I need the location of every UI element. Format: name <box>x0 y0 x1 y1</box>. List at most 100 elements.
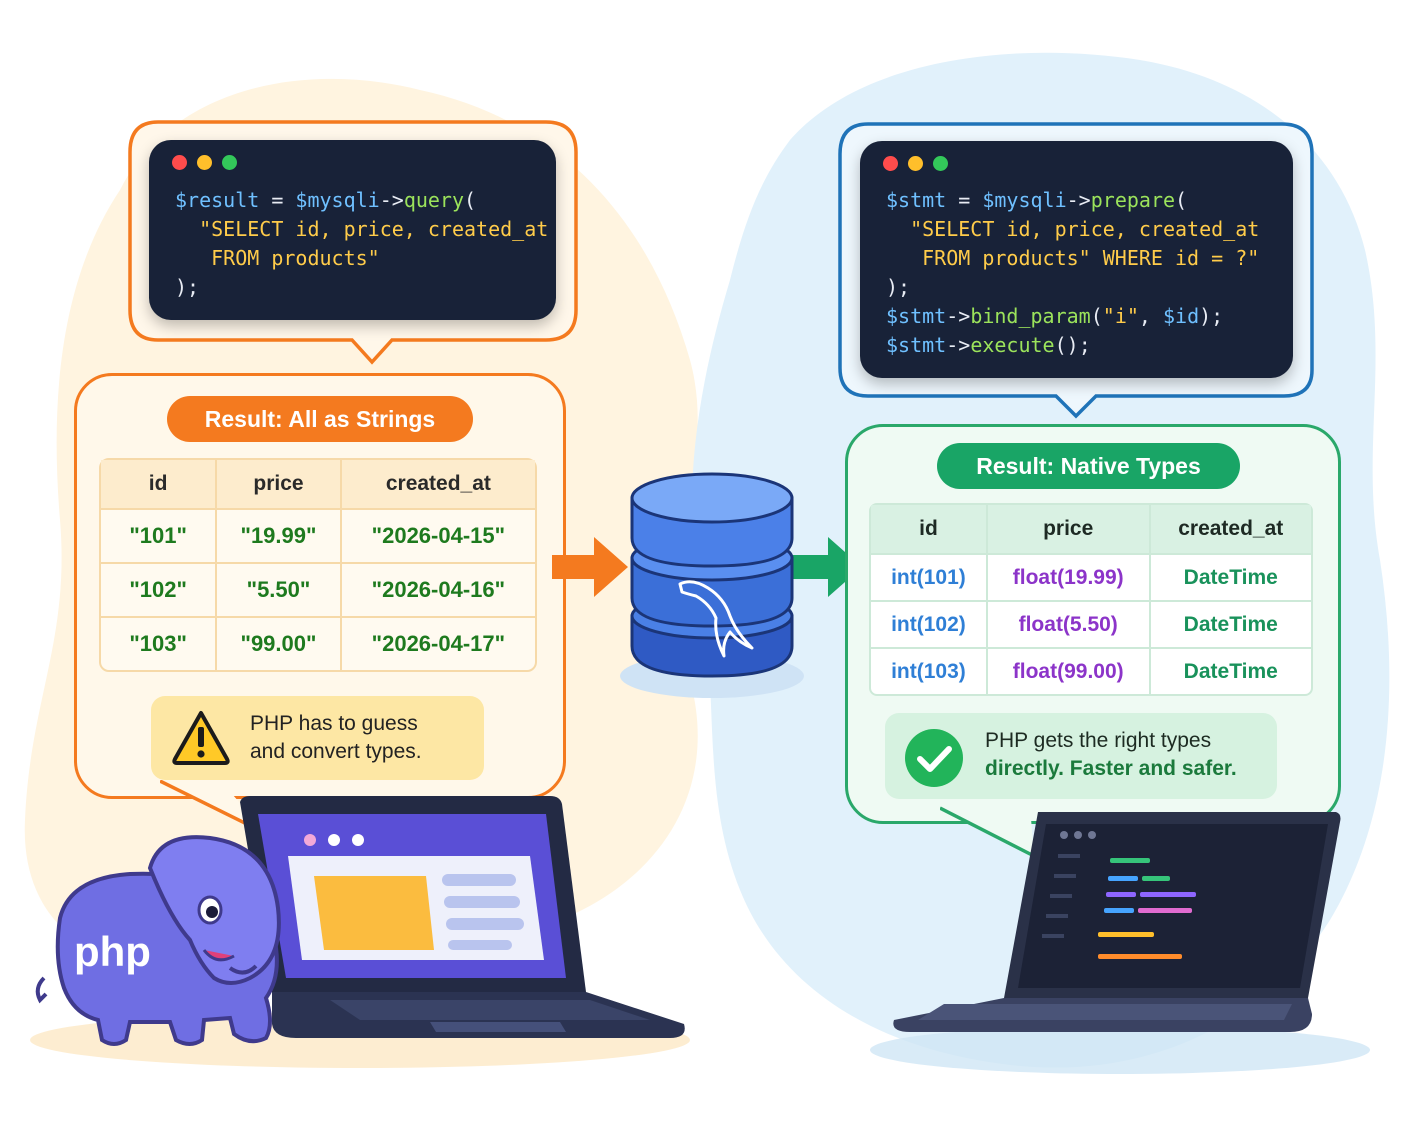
code-token <box>175 246 211 270</box>
table-header-cell: created_at <box>341 460 535 508</box>
table-row: "102""5.50""2026-04-16" <box>101 562 535 616</box>
table-cell: "101" <box>101 508 218 562</box>
code-token: ( <box>1090 304 1103 328</box>
code-line: "SELECT id, price, created_at <box>886 215 1259 244</box>
code-token: -> <box>946 304 971 328</box>
window-close-dot <box>172 155 187 170</box>
code-token <box>886 217 910 241</box>
window-minimize-dot <box>908 156 923 171</box>
warning-icon <box>172 711 230 765</box>
code-line: $stmt->bind_param("i", $id); <box>886 302 1259 331</box>
table-row: "103""99.00""2026-04-17" <box>101 616 535 670</box>
left-note-line1: PHP has to guess <box>250 712 418 735</box>
table-cell: int(101) <box>871 553 988 600</box>
left-result-title: Result: All as Strings <box>167 396 473 442</box>
table-header-cell: price <box>987 505 1151 553</box>
window-close-dot <box>883 156 898 171</box>
table-cell: "2026-04-15" <box>341 508 535 562</box>
code-token: -> <box>1066 188 1091 212</box>
table-header-cell: id <box>101 460 218 508</box>
table-header-cell: id <box>871 505 988 553</box>
code-line: $result = $mysqli->query( <box>175 186 548 215</box>
code-token: $mysqli <box>982 188 1067 212</box>
code-token: -> <box>379 188 404 212</box>
table-cell: "5.50" <box>217 562 342 616</box>
code-token <box>886 246 922 270</box>
code-token: ); <box>1199 304 1224 328</box>
code-token: (); <box>1054 333 1091 357</box>
table-cell: DateTime <box>1150 600 1311 647</box>
code-line: ); <box>886 273 1259 302</box>
table-cell: "2026-04-16" <box>341 562 535 616</box>
code-token: "SELECT id, price, created_at <box>199 217 549 241</box>
code-token: FROM products" WHERE id = ?" <box>922 246 1260 270</box>
window-minimize-dot <box>197 155 212 170</box>
left-arrow <box>552 537 628 597</box>
code-token: prepare <box>1090 188 1176 212</box>
left-laptop <box>240 796 685 1038</box>
table-cell: int(102) <box>871 600 988 647</box>
table-row: int(101)float(19.99)DateTime <box>871 553 1311 600</box>
right-card-pointer <box>940 806 1035 858</box>
code-token: ( <box>464 188 477 212</box>
right-laptop <box>893 812 1341 1032</box>
mysql-dolphin-icon <box>678 580 754 658</box>
code-token: $stmt <box>886 188 947 212</box>
code-token: , <box>1138 304 1163 328</box>
table-cell: float(19.99) <box>987 553 1151 600</box>
code-token: bind_param <box>970 304 1091 328</box>
table-cell: float(5.50) <box>987 600 1151 647</box>
database-icon <box>620 472 804 698</box>
right-arrow <box>792 537 862 597</box>
code-token: ); <box>175 275 200 299</box>
table-cell: "99.00" <box>217 616 342 670</box>
code-token: query <box>403 188 465 212</box>
code-token <box>175 217 199 241</box>
table-row: int(103)float(99.00)DateTime <box>871 647 1311 694</box>
code-token: FROM products" <box>211 246 380 270</box>
code-token: execute <box>970 333 1055 357</box>
table-cell: int(103) <box>871 647 988 694</box>
left-warning-note: PHP has to guess and convert types. <box>151 696 484 780</box>
code-token: "i" <box>1102 304 1139 328</box>
code-line: $stmt->execute(); <box>886 331 1259 360</box>
php-elephant-mascot: php <box>35 835 281 1046</box>
code-token: $stmt <box>886 333 947 357</box>
code-token: $result <box>175 188 260 212</box>
code-line: $stmt = $mysqli->prepare( <box>886 186 1259 215</box>
code-token: "SELECT id, price, created_at <box>910 217 1260 241</box>
right-note-line2: directly. Faster and safer. <box>985 757 1237 780</box>
table-row: int(102)float(5.50)DateTime <box>871 600 1311 647</box>
right-code-window: $stmt = $mysqli->prepare( "SELECT id, pr… <box>860 141 1293 378</box>
code-token: ( <box>1175 188 1188 212</box>
right-success-note: PHP gets the right types directly. Faste… <box>885 713 1277 799</box>
left-note-line2: and convert types. <box>250 740 422 763</box>
code-token: = <box>259 188 296 212</box>
code-line: "SELECT id, price, created_at <box>175 215 548 244</box>
code-line: FROM products" WHERE id = ?" <box>886 244 1259 273</box>
left-code-block: $result = $mysqli->query( "SELECT id, pr… <box>175 186 548 302</box>
mascot-label: php <box>74 928 151 975</box>
table-header-cell: created_at <box>1150 505 1311 553</box>
right-shadow <box>870 1026 1370 1074</box>
table-cell: "103" <box>101 616 218 670</box>
right-note-line1: PHP gets the right types <box>985 729 1212 752</box>
code-token: $stmt <box>886 304 947 328</box>
table-cell: DateTime <box>1150 553 1311 600</box>
table-cell: DateTime <box>1150 647 1311 694</box>
code-token: -> <box>946 333 971 357</box>
window-maximize-dot <box>222 155 237 170</box>
code-token: ); <box>886 275 911 299</box>
code-line: FROM products" <box>175 244 548 273</box>
code-token: = <box>946 188 983 212</box>
table-header-cell: price <box>217 460 342 508</box>
table-cell: "102" <box>101 562 218 616</box>
code-token: $mysqli <box>295 188 380 212</box>
code-line: ); <box>175 273 548 302</box>
table-cell: "19.99" <box>217 508 342 562</box>
table-row: "101""19.99""2026-04-15" <box>101 508 535 562</box>
